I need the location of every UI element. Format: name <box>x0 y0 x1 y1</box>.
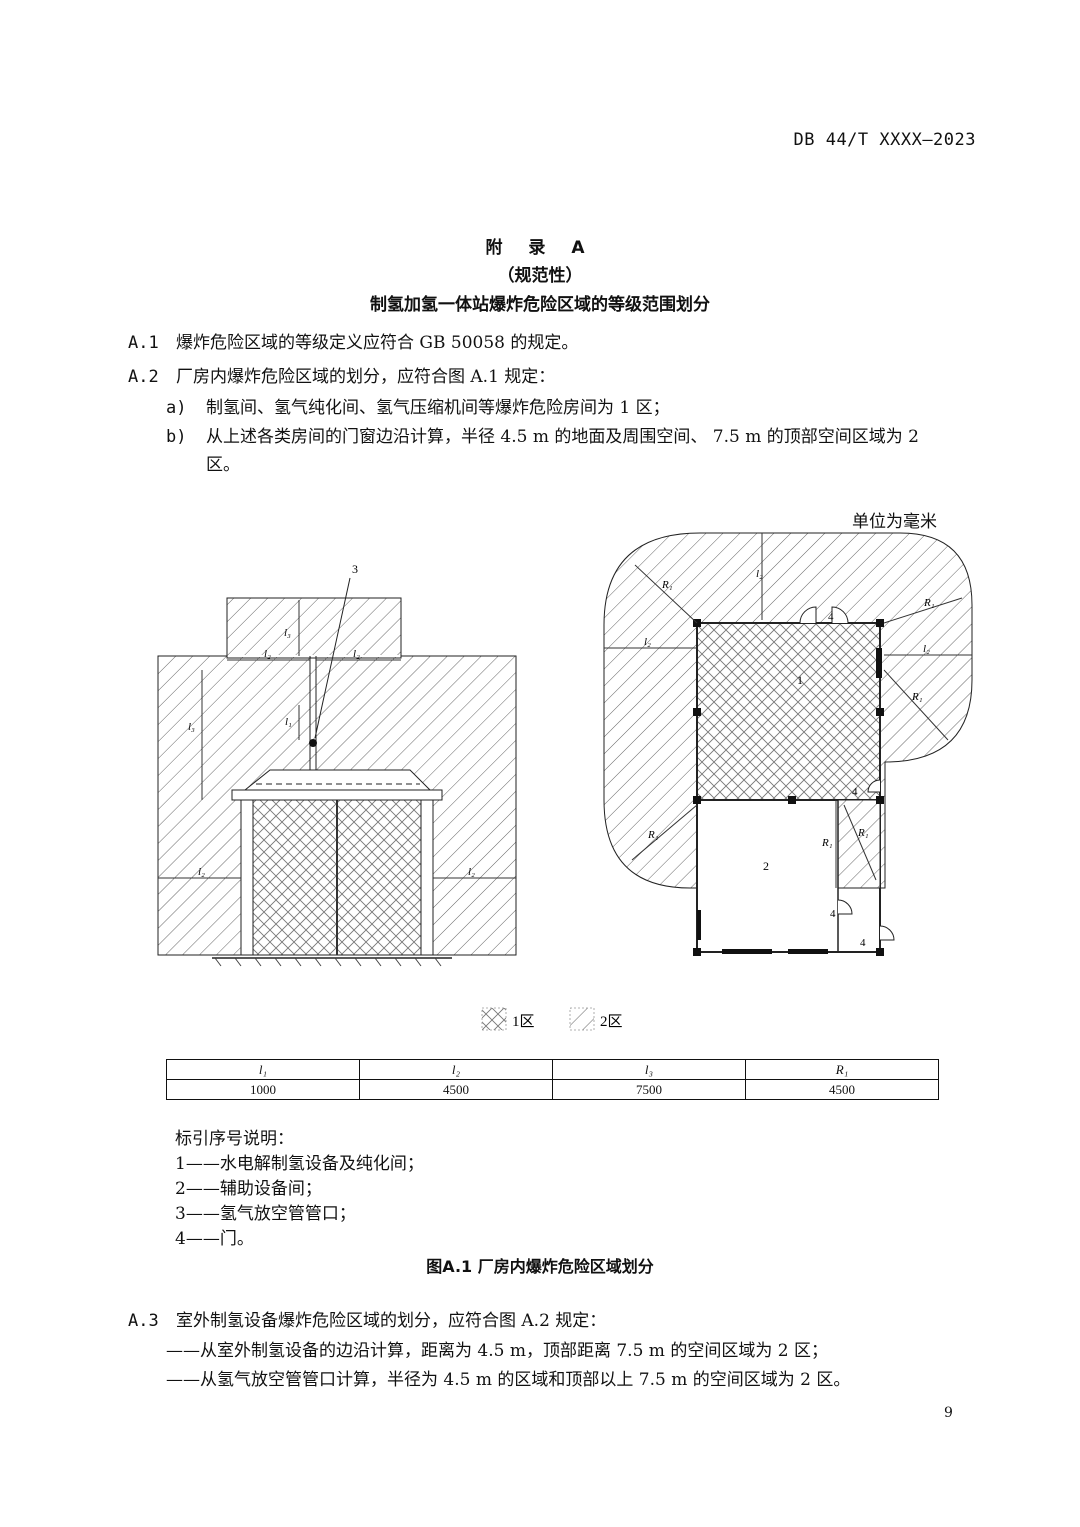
dim-label-l1: l₁ <box>285 716 292 728</box>
unit-note: 单位为毫米 <box>852 512 937 532</box>
dim-label-r1: R₁ <box>647 829 659 841</box>
key-item: 1——水电解制氢设备及纯化间； <box>175 1154 424 1174</box>
clause-number: A.3 <box>128 1311 159 1331</box>
list-item-a: a) 制氢间、氢气纯化间、氢气压缩机间等爆炸危险房间为 1 区； <box>166 396 670 420</box>
annex-title: 制氢加氢一体站爆炸危险区域的等级范围划分 <box>370 295 710 315</box>
dim-label-l2: l₂ <box>198 866 205 878</box>
table-cell: 4500 <box>745 1079 939 1100</box>
legend-swatch-zone1 <box>481 1007 507 1031</box>
annex-nature: （规范性） <box>497 266 583 286</box>
figure-a1-drawing: 3 l₂ l₂ l₃ l₃ l₁ l₂ l₂ <box>157 532 973 1031</box>
clause-text: 爆炸危险区域的等级定义应符合 GB 50058 的规定。 <box>176 333 579 353</box>
dim-label-l2: l₂ <box>264 648 271 660</box>
dim-label-r1: R₁ <box>923 597 935 609</box>
page-number: 9 <box>944 1405 953 1421</box>
dim-label-l2: l₂ <box>923 643 930 655</box>
table-header-cell: R₁ <box>745 1059 939 1080</box>
zone1-room-1 <box>696 622 881 801</box>
vent-outlet-marker <box>309 739 317 747</box>
table-header-cell: l₁ <box>166 1059 360 1080</box>
dim-label-r1: R₁ <box>911 691 923 703</box>
table-cell: 1000 <box>166 1079 360 1100</box>
label-4: 4 <box>852 786 858 798</box>
clause-number: A.1 <box>128 333 159 353</box>
key-item: 3——氢气放空管管口； <box>175 1204 356 1224</box>
clause-text: 厂房内爆炸危险区域的划分，应符合图 A.1 规定： <box>176 367 556 387</box>
dim-label-l2: l₂ <box>756 568 763 580</box>
list-text: 制氢间、氢气纯化间、氢气压缩机间等爆炸危险房间为 1 区； <box>206 398 670 418</box>
dim-label-r1: R₁ <box>661 579 673 591</box>
legend-label-zone1: 1区 <box>512 1014 535 1030</box>
label-4: 4 <box>828 611 834 623</box>
list-marker: a) <box>166 398 187 418</box>
dim-label-l2: l₂ <box>468 866 475 878</box>
table-header-cell: l₂ <box>359 1059 553 1080</box>
dim-label-l2: l₂ <box>353 648 360 660</box>
key-title: 标引序号说明： <box>175 1129 294 1149</box>
label-3: 3 <box>352 562 358 576</box>
label-2: 2 <box>763 859 769 873</box>
document-code: DB 44/T XXXX—2023 <box>793 130 976 150</box>
clause-a1: A.1 爆炸危险区域的等级定义应符合 GB 50058 的规定。 <box>128 331 578 355</box>
key-item: 2——辅助设备间； <box>175 1179 322 1199</box>
list-item-b: b) 从上述各类房间的门窗边沿计算，半径 4.5 m 的地面及周围空间、 7.5 … <box>166 425 919 449</box>
label-1: 1 <box>797 673 803 687</box>
dim-label-l3: l₃ <box>284 627 291 639</box>
table-header-row: l₁ l₂ l₃ R₁ <box>166 1059 939 1080</box>
dimension-table: l₁ l₂ l₃ R₁ 1000 4500 7500 4500 <box>166 1059 939 1100</box>
legend-label-zone2: 2区 <box>600 1014 623 1030</box>
table-cell: 7500 <box>552 1079 746 1100</box>
dim-label-l3: l₃ <box>188 721 195 733</box>
list-item-b-continuation: 区。 <box>206 455 240 475</box>
dash-item: ——从氢气放空管管口计算，半径为 4.5 m 的区域和顶部以上 7.5 m 的空… <box>166 1370 851 1390</box>
table-cell: 4500 <box>359 1079 553 1100</box>
section-view: 3 l₂ l₂ l₃ l₃ l₁ l₂ l₂ <box>157 562 517 967</box>
plan-view: R₁ l₂ l₂ l₂ R₁ R₁ R₁ R₁ R₁ 1 2 4 4 4 4 <box>603 532 973 956</box>
table-row: 1000 4500 7500 4500 <box>166 1079 939 1100</box>
figure-legend: 1区 2区 <box>481 1007 623 1031</box>
dim-label-l2: l₂ <box>644 636 651 648</box>
clause-a2: A.2 厂房内爆炸危险区域的划分，应符合图 A.1 规定： <box>128 365 555 389</box>
clause-a3: A.3 室外制氢设备爆炸危险区域的划分，应符合图 A.2 规定： <box>128 1309 606 1333</box>
legend-swatch-zone2 <box>569 1007 595 1031</box>
list-marker: b) <box>166 427 187 447</box>
figure-caption: 图A.1 厂房内爆炸危险区域划分 <box>426 1257 654 1276</box>
clause-text: 室外制氢设备爆炸危险区域的划分，应符合图 A.2 规定： <box>176 1311 607 1331</box>
list-text: 从上述各类房间的门窗边沿计算，半径 4.5 m 的地面及周围空间、 7.5 m … <box>206 427 919 447</box>
table-header-cell: l₃ <box>552 1059 746 1080</box>
dim-label-r1: R₁ <box>857 827 869 839</box>
clause-number: A.2 <box>128 367 159 387</box>
label-4: 4 <box>830 908 836 920</box>
label-4: 4 <box>860 937 866 949</box>
annex-label: 附 录 A <box>485 238 595 258</box>
key-item: 4——门。 <box>175 1229 254 1249</box>
zone2-area-top <box>226 597 402 659</box>
dim-label-r1: R₁ <box>821 837 833 849</box>
dash-item: ——从室外制氢设备的边沿计算，距离为 4.5 m，顶部距离 7.5 m 的空间区… <box>166 1341 828 1361</box>
